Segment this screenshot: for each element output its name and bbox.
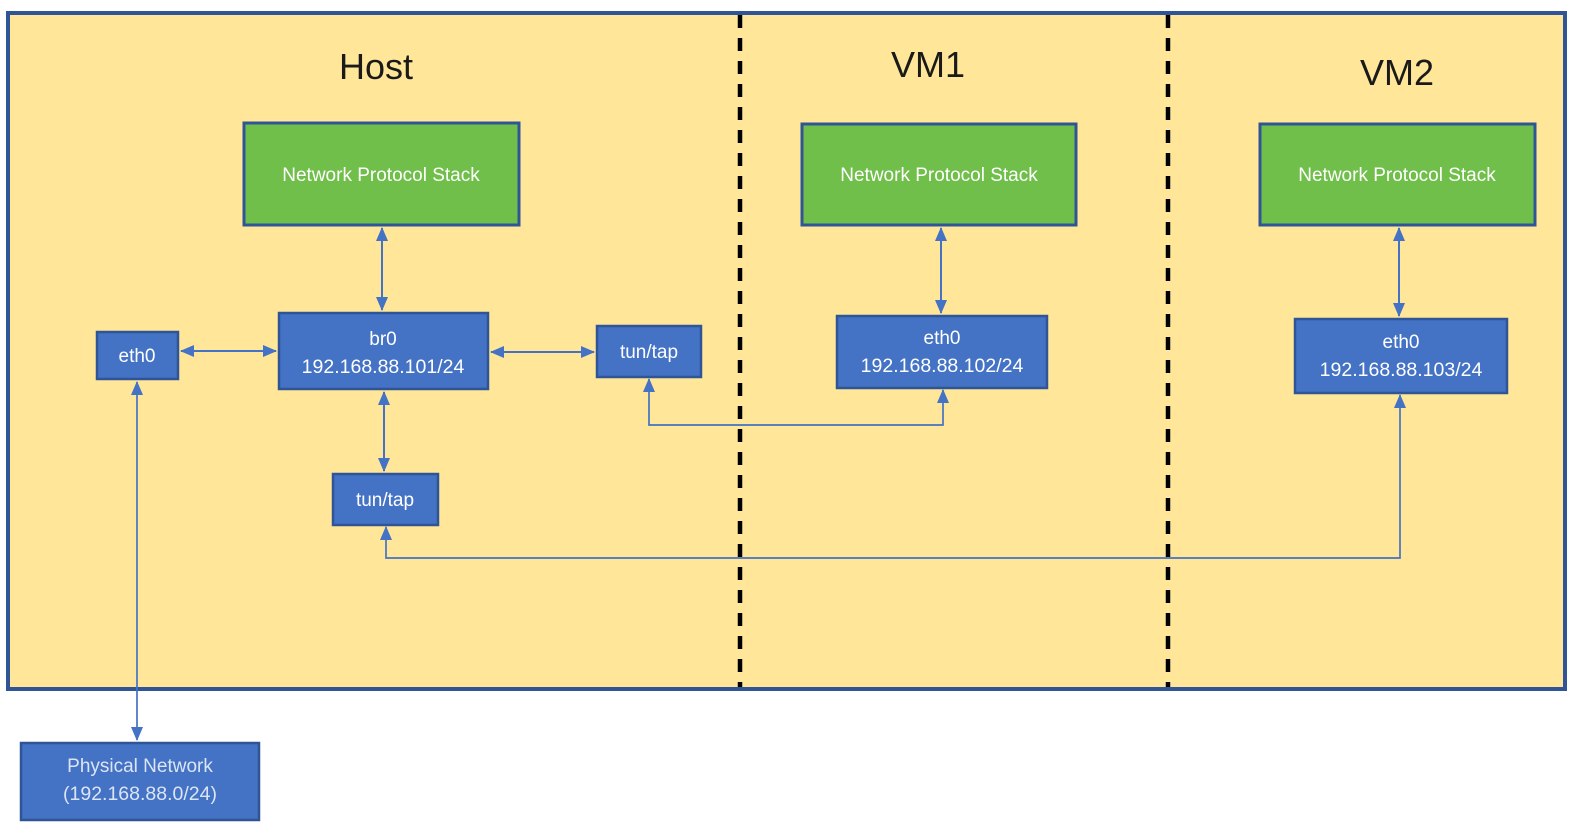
vm2-eth0-ip: 192.168.88.103/24 [1320, 359, 1483, 381]
section-title-vm2: VM2 [1360, 52, 1434, 93]
vm2-eth0-name: eth0 [1383, 332, 1420, 353]
physical-network-ip: (192.168.88.0/24) [63, 783, 217, 805]
tuntap-right-label: tun/tap [620, 342, 678, 363]
vm1-eth0-box [835, 314, 1049, 390]
node-physical-network: Physical Network (192.168.88.0/24) [19, 741, 261, 822]
node-host-eth0: eth0 [95, 330, 180, 381]
physical-network-name: Physical Network [67, 756, 213, 777]
vm2-nps-label: Network Protocol Stack [1298, 165, 1496, 186]
vm2-eth0-box [1293, 317, 1509, 395]
host-eth0-box [95, 330, 180, 381]
br0-name: br0 [369, 329, 396, 350]
node-vm2-network-protocol-stack: Network Protocol Stack [1258, 122, 1537, 227]
node-tuntap-right: tun/tap [595, 324, 703, 379]
tuntap-bottom-box [331, 472, 440, 527]
vm1-nps-label: Network Protocol Stack [840, 165, 1038, 186]
node-br0: br0 192.168.88.101/24 [277, 311, 490, 391]
vm1-eth0-ip: 192.168.88.102/24 [861, 355, 1024, 377]
connector-tuntap-vm2-eth0 [380, 394, 1406, 559]
physical-network-box [19, 741, 261, 822]
node-tuntap-bottom: tun/tap [331, 472, 440, 527]
host-eth0-label: eth0 [119, 346, 156, 367]
node-host-network-protocol-stack: Network Protocol Stack [242, 121, 521, 227]
host-nps-box [242, 121, 521, 227]
host-nps-label: Network Protocol Stack [282, 165, 480, 186]
br0-box [277, 311, 490, 391]
vm1-eth0-name: eth0 [924, 328, 961, 349]
vm1-nps-box [800, 122, 1078, 227]
tuntap-right-box [595, 324, 703, 379]
vm2-nps-box [1258, 122, 1537, 227]
section-title-host: Host [339, 46, 413, 87]
br0-ip: 192.168.88.101/24 [302, 356, 465, 378]
node-vm1-eth0: eth0 192.168.88.102/24 [835, 314, 1049, 390]
node-vm2-eth0: eth0 192.168.88.103/24 [1293, 317, 1509, 395]
node-vm1-network-protocol-stack: Network Protocol Stack [800, 122, 1078, 227]
tuntap-bottom-label: tun/tap [356, 490, 414, 511]
section-title-vm1: VM1 [891, 44, 965, 85]
